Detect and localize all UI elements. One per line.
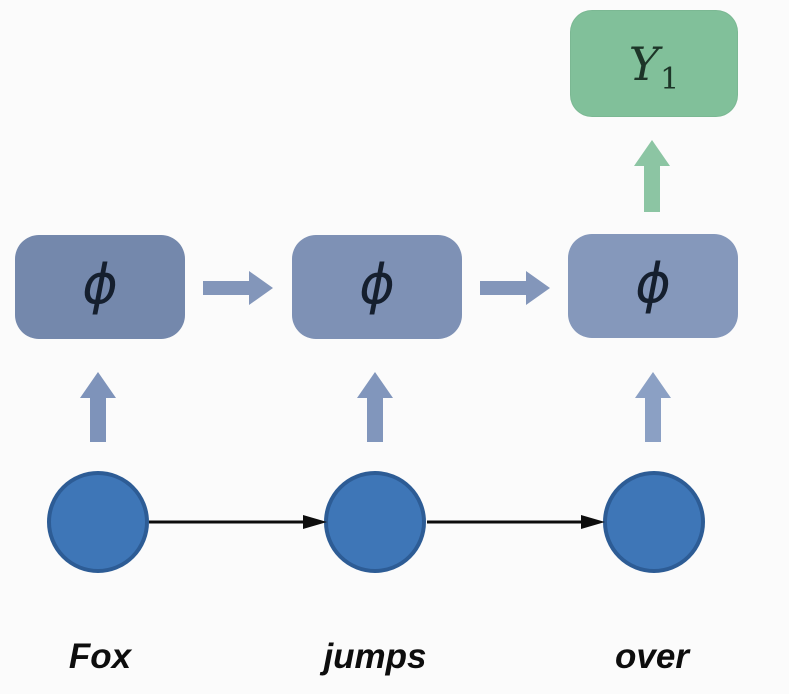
output-label-subscript: 1: [660, 61, 680, 97]
hidden-node-box-3: ϕ: [568, 234, 738, 338]
hidden-node-box-2: ϕ: [292, 235, 462, 339]
arrow-sequence-1-icon: [149, 515, 327, 529]
arrow-up-input-1-icon: [80, 372, 116, 442]
arrow-up-input-2-icon: [357, 372, 393, 442]
input-word-label-3: over: [615, 637, 689, 676]
input-node-circle-3: [603, 471, 705, 573]
hidden-node-label-1: ϕ: [82, 253, 118, 316]
arrow-up-output-icon: [634, 140, 670, 212]
arrow-sequence-2-icon: [427, 515, 605, 529]
arrow-right-hidden-2-icon: [480, 271, 550, 305]
hidden-node-label-2: ϕ: [359, 253, 395, 316]
hidden-node-label-3: ϕ: [635, 252, 671, 315]
input-word-label-2: jumps: [323, 637, 427, 676]
output-label-main: Y: [628, 36, 660, 91]
input-node-circle-1: [47, 471, 149, 573]
input-word-label-1: Fox: [68, 637, 132, 676]
hidden-node-box-1: ϕ: [15, 235, 185, 339]
input-node-circle-2: [324, 471, 426, 573]
arrow-right-hidden-1-icon: [203, 271, 273, 305]
arrow-up-input-3-icon: [635, 372, 671, 442]
